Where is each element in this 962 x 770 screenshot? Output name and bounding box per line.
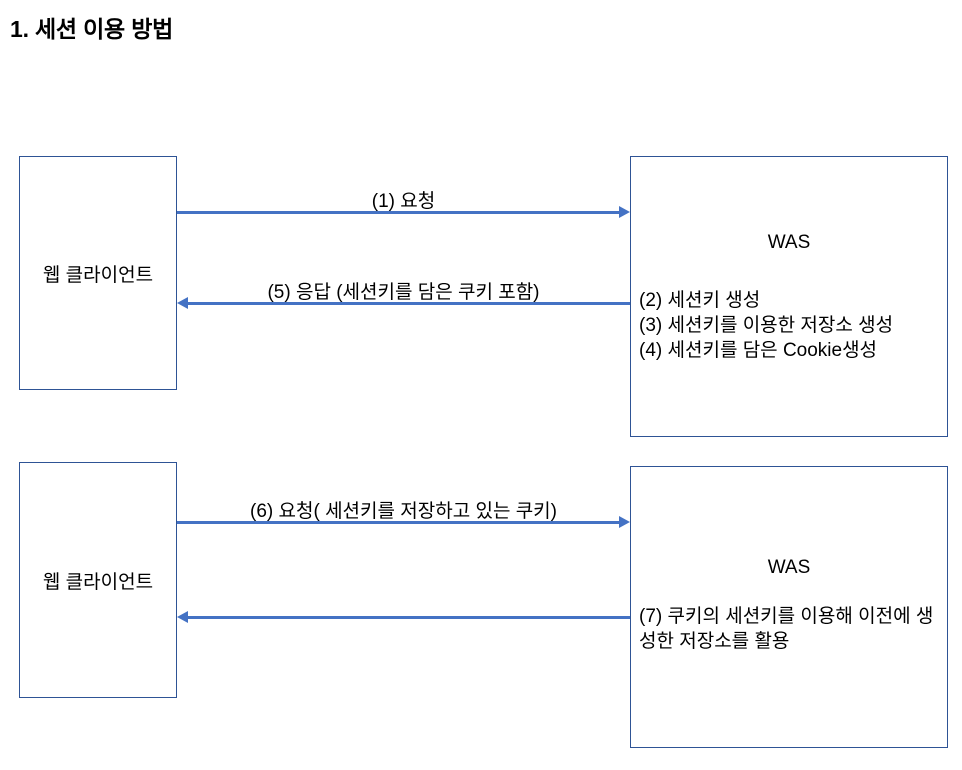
arrow-head-right-icon — [619, 516, 630, 528]
arrow-head-left-icon — [177, 611, 188, 623]
arrow-request-6[interactable] — [177, 516, 630, 528]
was-box-1[interactable]: WAS (2) 세션키 생성 (3) 세션키를 이용한 저장소 생성 (4) 세… — [630, 156, 948, 437]
arrow-shaft — [188, 615, 630, 619]
arrow-shaft — [177, 210, 619, 214]
was-step-line: (2) 세션키 생성 — [639, 290, 761, 311]
was-step-line: (7) 쿠키의 세션키를 이용해 이전에 생성한 저장소를 활용 — [639, 606, 934, 652]
arrow-label-response-5: (5) 응답 (세션키를 담은 쿠키 포함) — [267, 282, 540, 303]
arrow-response-7[interactable] — [177, 611, 630, 623]
arrow-label-request-6: (6) 요청( 세션키를 저장하고 있는 쿠키) — [250, 501, 557, 522]
web-client-box-2[interactable]: 웹 클라이언트 — [19, 462, 177, 698]
page-title: 1. 세션 이용 방법 — [10, 16, 174, 42]
arrow-head-right-icon — [619, 206, 630, 218]
arrow-head-left-icon — [177, 297, 188, 309]
arrow-label-request-1: (1) 요청 — [371, 191, 436, 212]
arrow-shaft — [188, 301, 630, 305]
arrow-response-5[interactable] — [177, 297, 630, 309]
was-step-line: (4) 세션키를 담은 Cookie생성 — [639, 340, 878, 361]
was-title-2: WAS — [767, 557, 811, 578]
was-box-2[interactable]: WAS (7) 쿠키의 세션키를 이용해 이전에 생성한 저장소를 활용 — [630, 466, 948, 748]
arrow-request-1[interactable] — [177, 206, 630, 218]
was-step-line: (3) 세션키를 이용한 저장소 생성 — [639, 315, 894, 336]
web-client-label-2: 웹 클라이언트 — [42, 572, 154, 593]
was-steps-1: (2) 세션키 생성 (3) 세션키를 이용한 저장소 생성 (4) 세션키를 … — [639, 288, 939, 363]
web-client-label-1: 웹 클라이언트 — [42, 265, 154, 286]
arrow-shaft — [177, 520, 619, 524]
was-steps-2: (7) 쿠키의 세션키를 이용해 이전에 생성한 저장소를 활용 — [639, 604, 939, 654]
web-client-box-1[interactable]: 웹 클라이언트 — [19, 156, 177, 390]
was-title-1: WAS — [767, 232, 811, 253]
